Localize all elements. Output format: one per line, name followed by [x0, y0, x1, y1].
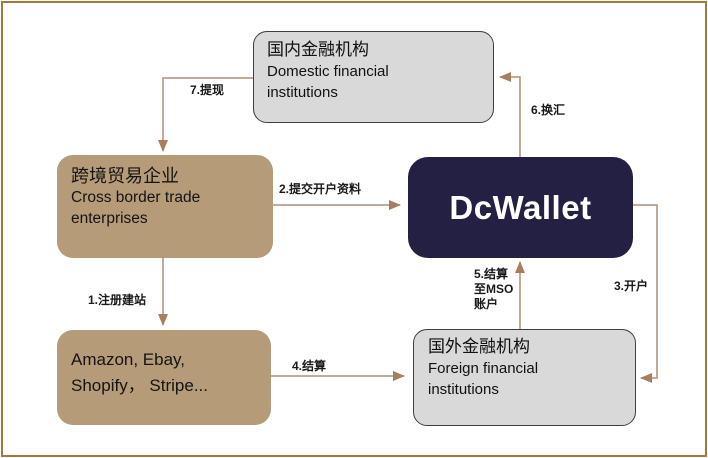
- label-step2-submit-docs: 2.提交开户资料: [279, 182, 362, 196]
- domestic-en-label: Domestic financial institutions: [267, 62, 389, 101]
- arrow-7-withdraw: [158, 77, 253, 152]
- node-marketplaces: Amazon, Ebay, Shopify， Stripe...: [57, 330, 271, 425]
- label-step5-line3: 账户: [474, 297, 499, 311]
- cross-border-en-label: Cross border trade enterprises: [71, 189, 201, 228]
- domestic-zh-label: 国内金融机构: [267, 40, 369, 59]
- marketplaces-line1: Amazon, Ebay,: [71, 350, 186, 369]
- label-step5-settle-mso: 5.结算 至MSO 账户: [474, 267, 513, 312]
- label-step4-settle: 4.结算: [292, 359, 327, 373]
- label-step3-open-account: 3.开户: [614, 279, 649, 293]
- marketplaces-line2: Shopify， Stripe...: [71, 376, 209, 396]
- label-step5-line2: 至MSO: [474, 282, 514, 296]
- cross-border-zh-label: 跨境贸易企业: [71, 166, 179, 186]
- dcwallet-label: DcWallet: [449, 188, 592, 226]
- foreign-en-label: Foreign financial institutions: [428, 359, 539, 398]
- label-step7-withdraw: 7.提现: [190, 83, 225, 97]
- label-step5-line1: 5.结算: [474, 267, 509, 281]
- arrow-6-exchange: [499, 72, 521, 157]
- label-step1-register-site: 1.注册建站: [88, 293, 147, 307]
- node-domestic-financial-institutions: 国内金融机构 Domestic financial institutions: [253, 31, 494, 123]
- arrow-3-open-account: [633, 204, 658, 383]
- node-dcwallet: DcWallet: [408, 157, 633, 258]
- node-foreign-financial-institutions: 国外金融机构 Foreign financial institutions: [413, 329, 636, 426]
- node-cross-border-enterprises: 跨境贸易企业 Cross border trade enterprises: [57, 155, 273, 258]
- label-step6-exchange: 6.换汇: [531, 103, 566, 117]
- foreign-zh-label: 国外金融机构: [428, 337, 530, 356]
